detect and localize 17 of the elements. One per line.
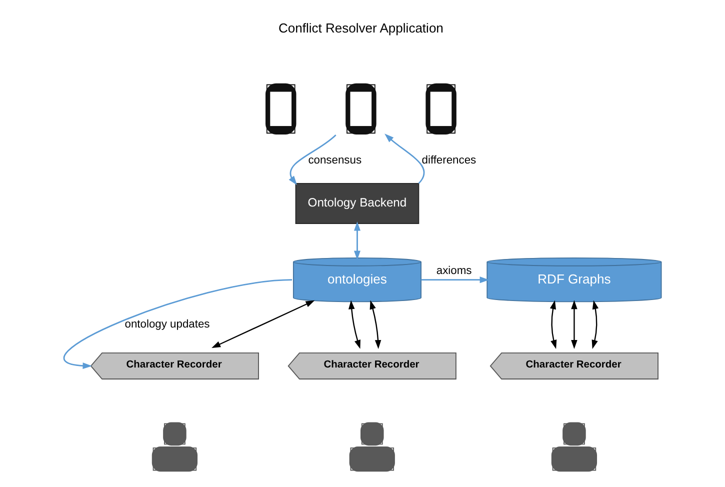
arrow: [370, 300, 382, 350]
edge-label: ontology updates: [124, 318, 210, 330]
arrow: [592, 300, 599, 349]
arrow: [571, 300, 578, 350]
edge-label: differences: [422, 154, 476, 167]
edge-label: consensus: [308, 154, 362, 167]
arrow: [550, 300, 557, 349]
edge-label: axioms: [436, 264, 472, 277]
arrow: [212, 300, 315, 348]
label: Conflict Resolver Application: [278, 20, 444, 36]
arrow: [348, 300, 360, 349]
arrow: [354, 221, 360, 260]
arrow: [64, 279, 292, 370]
arrow: [288, 134, 336, 186]
node-box: Ontology Backend: [295, 182, 420, 224]
arrow: [384, 134, 425, 184]
arrow: [421, 276, 490, 284]
